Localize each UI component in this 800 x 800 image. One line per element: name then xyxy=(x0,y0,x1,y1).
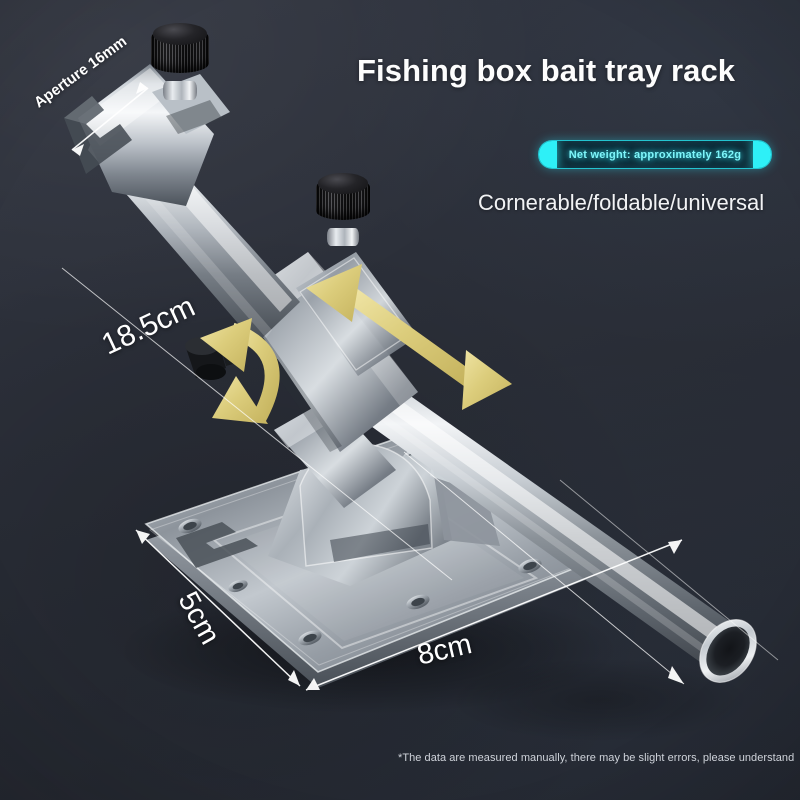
upper-knob-top xyxy=(152,22,208,45)
base-plate-slot xyxy=(176,522,258,568)
dimension-lines xyxy=(61,82,779,691)
pivot-knob-top xyxy=(317,173,369,194)
page-title: Fishing box bait tray rack xyxy=(357,53,736,88)
upper-knob[interactable] xyxy=(151,22,209,100)
badge-cap-right xyxy=(753,141,771,168)
swing-arrow-head-top xyxy=(200,318,252,372)
swing-arrow xyxy=(200,318,280,424)
pivot-knob-collar xyxy=(327,228,359,246)
rod-bore xyxy=(706,626,750,676)
pivot-knob[interactable] xyxy=(316,173,370,246)
dimension-line-width xyxy=(135,529,301,687)
badge-cap-left xyxy=(539,141,557,168)
upper-knob-collar xyxy=(163,81,197,100)
dimension-line-plate-diagonal xyxy=(559,479,779,661)
page-subtitle: Cornerable/foldable/universal xyxy=(478,190,765,215)
dimension-line-depth xyxy=(305,539,683,691)
net-weight-label: Net weight: approximately 162g xyxy=(568,148,742,161)
net-weight-badge: Net weight: approximately 162g xyxy=(538,140,772,169)
dimension-line-rod xyxy=(403,451,685,685)
slide-arrow xyxy=(306,264,512,410)
disclaimer-text: *The data are measured manually, there m… xyxy=(398,752,795,764)
swing-arrow-head-bottom xyxy=(212,376,268,424)
dimension-line-aperture xyxy=(71,82,149,156)
dimension-line-length xyxy=(61,267,453,581)
slide-arrow-head-up xyxy=(306,264,362,322)
slide-arrow-head-down xyxy=(462,350,512,410)
